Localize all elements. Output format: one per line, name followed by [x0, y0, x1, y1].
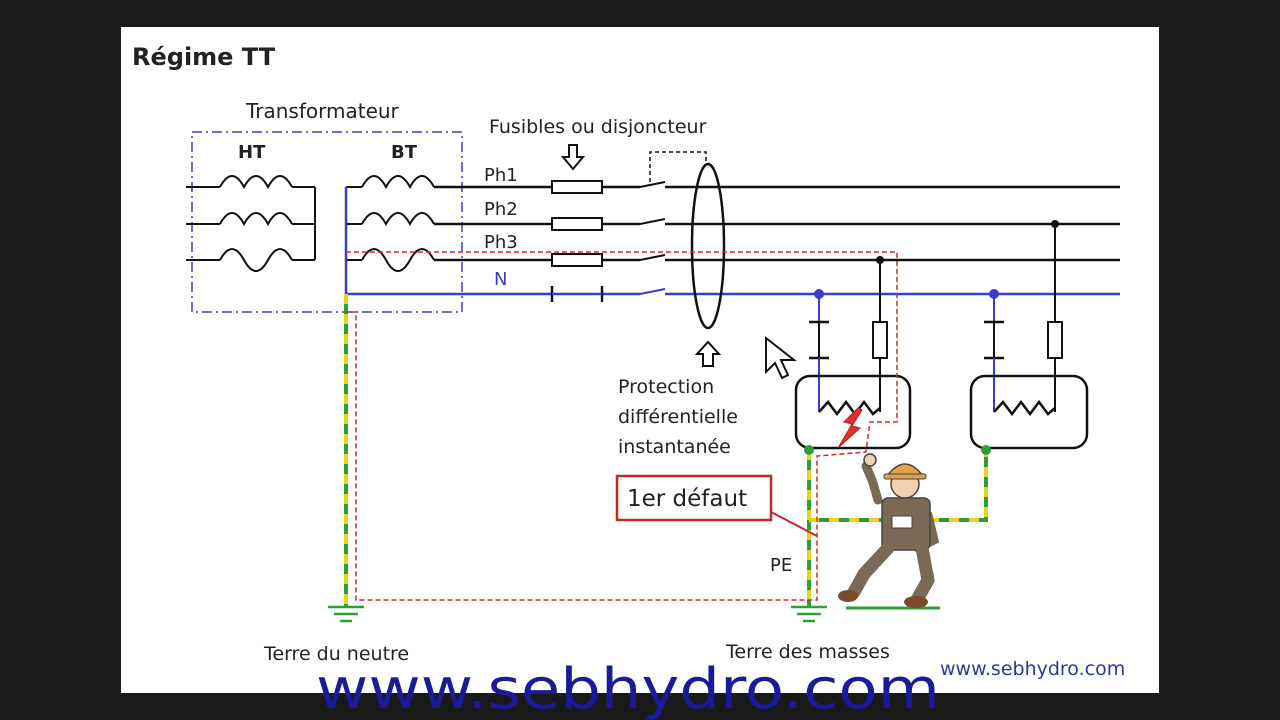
ht-label: HT — [238, 142, 266, 163]
load-2 — [969, 220, 1089, 450]
fuses — [551, 180, 603, 267]
slide-background — [121, 27, 1159, 693]
fault-label-box — [615, 474, 773, 522]
breaker-contacts — [639, 181, 666, 295]
worker-illustration — [838, 453, 940, 610]
frame-earth-symbol — [791, 605, 827, 623]
slide-title: Régime TT — [132, 43, 276, 71]
small-watermark: www.sebhydro.com — [940, 658, 1125, 680]
rcd-label-line3: instantanée — [618, 436, 731, 458]
pe-conductor — [804, 445, 991, 606]
neutral-link — [550, 286, 604, 302]
load-1 — [794, 256, 912, 450]
ph2-label: Ph2 — [484, 199, 518, 220]
neutral-earth-label: Terre du neutre — [263, 643, 409, 665]
fault-label: 1er défaut — [627, 486, 747, 512]
rcd-toroid — [690, 162, 726, 330]
bt-label: BT — [391, 142, 418, 163]
fuses-arrow-icon — [560, 144, 586, 171]
neutral-earth-symbol — [328, 605, 364, 623]
n-label: N — [494, 269, 507, 290]
phase-conductors — [434, 185, 1120, 262]
large-watermark: www.sebhydro.com — [316, 657, 940, 720]
rcd-label-line1: Protection — [618, 376, 714, 398]
transformer-box — [191, 131, 463, 313]
bt-windings — [346, 175, 435, 272]
cursor-icon — [765, 335, 797, 380]
rcd-label-line2: différentielle — [618, 406, 738, 428]
fuses-label: Fusibles ou disjoncteur — [489, 116, 707, 138]
breaker-linkage — [649, 151, 707, 182]
fault-pointer — [770, 511, 818, 537]
rcd-arrow-icon — [694, 340, 722, 367]
pe-label: PE — [770, 555, 792, 576]
transformer-label: Transformateur — [245, 99, 400, 123]
ph1-label: Ph1 — [484, 165, 518, 186]
fault-current-loop — [346, 251, 898, 601]
frame-earth-label: Terre des masses — [725, 641, 890, 663]
ht-windings — [186, 175, 316, 272]
ph3-label: Ph3 — [484, 232, 518, 253]
